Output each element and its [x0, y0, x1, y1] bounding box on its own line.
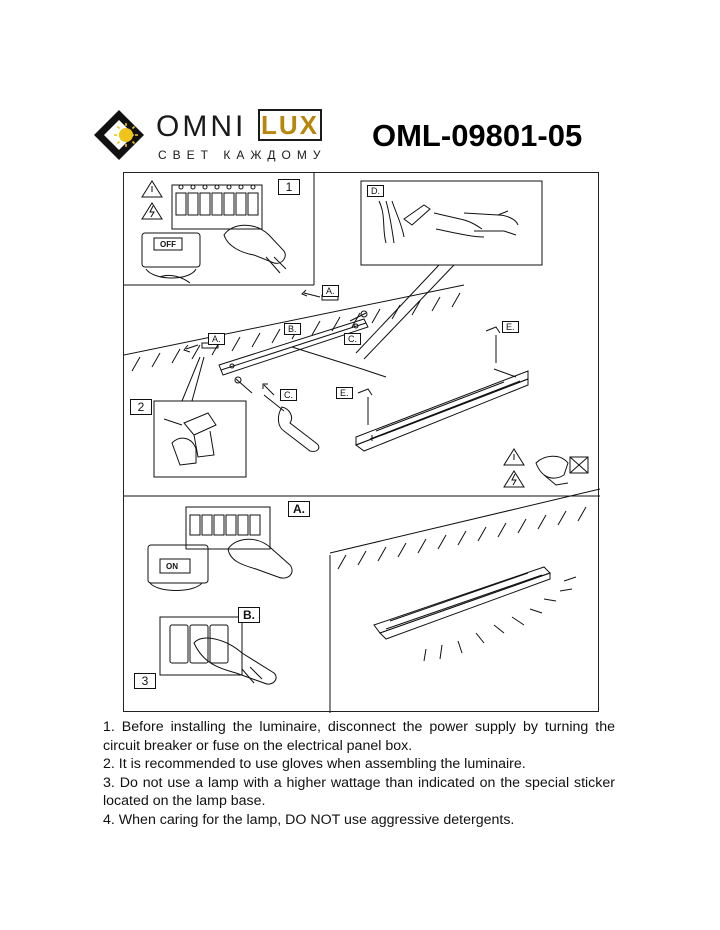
on-switch-label: ON: [166, 562, 178, 571]
label-b: B.: [284, 323, 301, 335]
model-number: OML-09801-05: [372, 118, 583, 153]
label-step3-b: B.: [238, 607, 260, 623]
note-3: 3. Do not use a lamp with a higher watta…: [103, 774, 615, 810]
step1-illustration: [141, 180, 287, 284]
brand-lux: LUX: [258, 109, 322, 141]
installation-illustration: [124, 173, 600, 713]
step-2-number: 2: [130, 399, 152, 415]
label-c-top: C.: [344, 333, 361, 345]
note-1: 1. Before installing the luminaire, disc…: [103, 719, 615, 754]
step3-luminaire: [329, 488, 600, 662]
installation-figure: 1 2 3 OFF ON A. A. B. C. C. D. E. E. A. …: [123, 172, 600, 713]
brand-omni: OMNI: [156, 110, 247, 143]
label-c-bottom: C.: [280, 389, 297, 401]
label-a-top: A.: [322, 285, 339, 297]
step-3-number: 3: [134, 673, 156, 689]
off-switch-label: OFF: [160, 240, 176, 249]
brand-tagline: СВЕТ КАЖДОМУ: [158, 148, 327, 162]
mounting-bracket: [218, 318, 387, 378]
step-d-illustration: [355, 180, 543, 360]
safety-notes: 1. Before installing the luminaire, disc…: [103, 718, 615, 830]
step3-illustration: [147, 506, 293, 685]
note-4: 4. When caring for the lamp, DO NOT use …: [103, 811, 515, 828]
label-a-left: A.: [208, 333, 225, 345]
note-2: 2. It is recommended to use gloves when …: [103, 756, 526, 773]
label-e-left: E.: [336, 387, 353, 399]
luminaire-step2: [354, 326, 529, 452]
omnilux-logo-icon: [92, 108, 146, 162]
ceiling-hatch: [124, 284, 465, 372]
label-d: D.: [367, 185, 384, 197]
label-e-right: E.: [502, 321, 519, 333]
label-step3-a: A.: [288, 501, 310, 517]
step-1-number: 1: [278, 179, 300, 195]
